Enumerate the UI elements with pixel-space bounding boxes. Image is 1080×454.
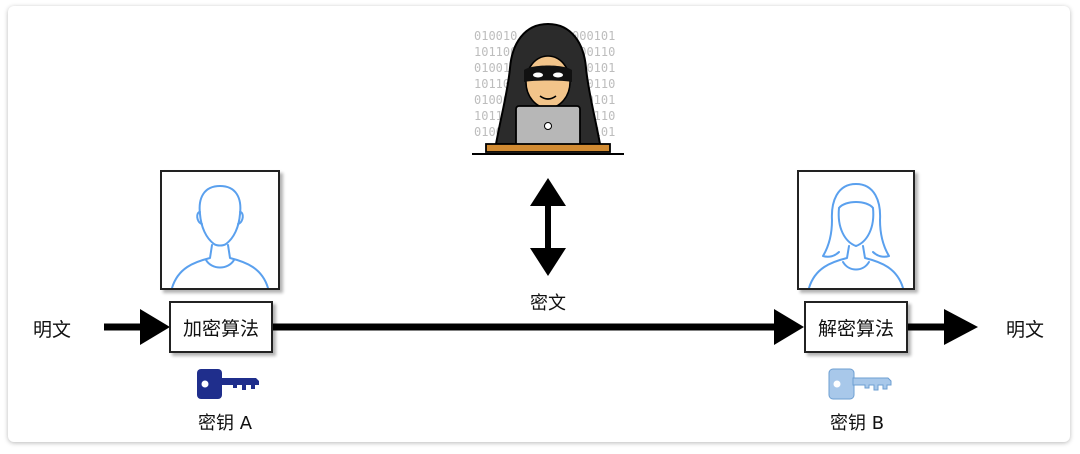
male-user-icon: [171, 185, 269, 289]
key-b-icon: [828, 368, 892, 400]
sender-avatar-box: [160, 170, 280, 290]
ciphertext-label: 密文: [530, 293, 566, 314]
svg-text:010010: 010010: [474, 29, 517, 43]
key-a-label: 密钥 A: [198, 413, 253, 434]
hacker-icon: 010010 101100 010011 101101 010001 10110…: [472, 22, 624, 155]
plaintext-out-arrow-head: [944, 309, 978, 345]
plaintext-label-left: 明文: [33, 319, 72, 341]
plaintext-in-arrow-head: [140, 309, 170, 345]
receiver-avatar-box: [797, 170, 915, 290]
svg-text:000101: 000101: [572, 29, 615, 43]
ciphertext-arrow-head: [774, 309, 804, 345]
intercept-arrow-down-head: [530, 248, 566, 276]
svg-text:101100: 101100: [474, 45, 517, 59]
female-user-icon: [808, 183, 904, 289]
intercept-arrow-up-head: [530, 178, 566, 206]
key-b-label: 密钥 B: [830, 413, 885, 434]
plaintext-label-right: 明文: [1006, 319, 1045, 341]
decrypt-algorithm-box: 解密算法: [804, 301, 908, 353]
encrypt-algorithm-box: 加密算法: [169, 301, 273, 353]
svg-text:010011: 010011: [474, 61, 517, 75]
key-a-icon: [197, 369, 259, 399]
